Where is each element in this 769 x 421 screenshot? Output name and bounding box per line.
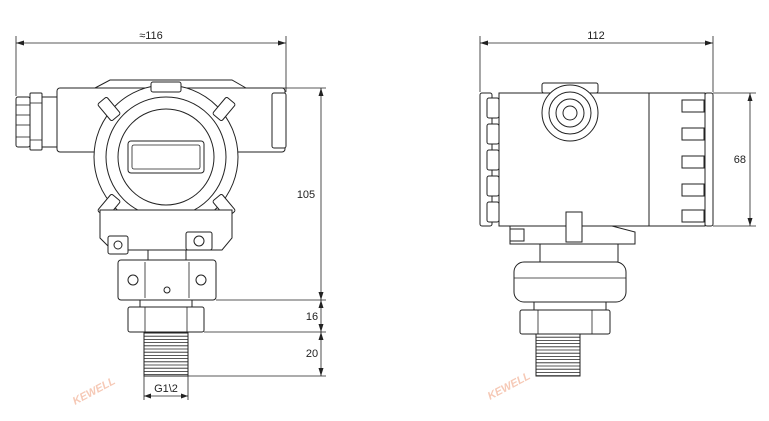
side-stem [513,261,627,335]
dim-fitting-height: 16 [306,311,318,323]
hex-fitting [127,299,205,333]
watermark-brand-bottom-left: KEWELL [71,375,118,408]
side-bracket [509,211,636,263]
side-cable-entry [541,82,599,142]
dim-height-side: 68 [734,154,746,166]
side-dimensions: 112 68 [479,30,756,227]
side-view [479,82,714,377]
dim-thread-spec: G1\2 [154,383,178,395]
dim-width-front: ≈116 [139,30,163,42]
cable-gland [15,92,58,151]
dim-height-front: 105 [297,189,315,201]
dim-width-side: 112 [587,30,605,42]
right-end-cap [681,92,714,227]
dim-thread-length: 20 [306,348,318,360]
front-dimensions: ≈116 105 16 20 G1\2 [15,30,326,400]
front-view [15,79,287,377]
lcd-window [127,140,205,174]
watermark-brand-bottom-right: KEWELL [486,370,533,403]
side-threaded-port [535,333,581,377]
left-end-cap [479,92,500,227]
neck-assembly [99,209,233,301]
threaded-port [143,332,189,377]
